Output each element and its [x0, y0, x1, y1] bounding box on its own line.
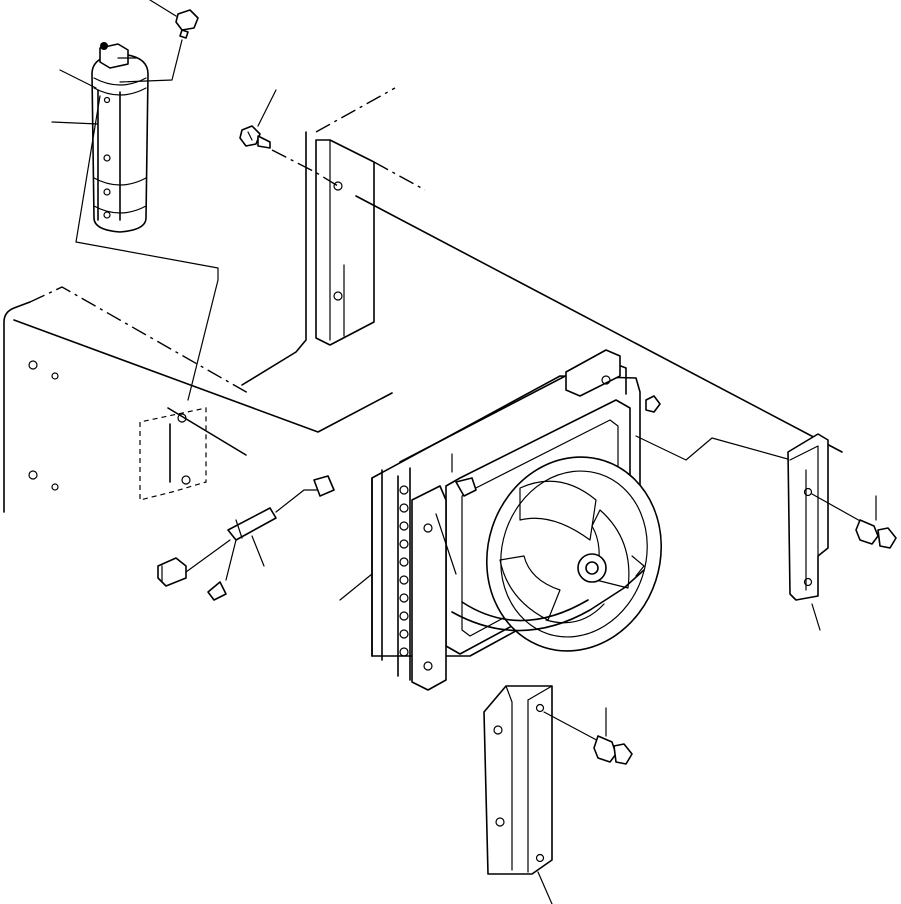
wire-harness [157, 475, 335, 601]
lower-bolt [543, 707, 633, 765]
right-bracket [635, 433, 829, 631]
upper-frame-bracket [315, 87, 426, 346]
mount-leader [355, 195, 843, 453]
drier-bolt [119, 0, 199, 83]
lower-bracket [483, 685, 553, 904]
right-bolt [811, 493, 897, 549]
fan-motor [451, 456, 663, 652]
cab-panel [3, 131, 393, 513]
upper-frame-bolt [239, 89, 339, 187]
receiver-drier [51, 42, 219, 401]
